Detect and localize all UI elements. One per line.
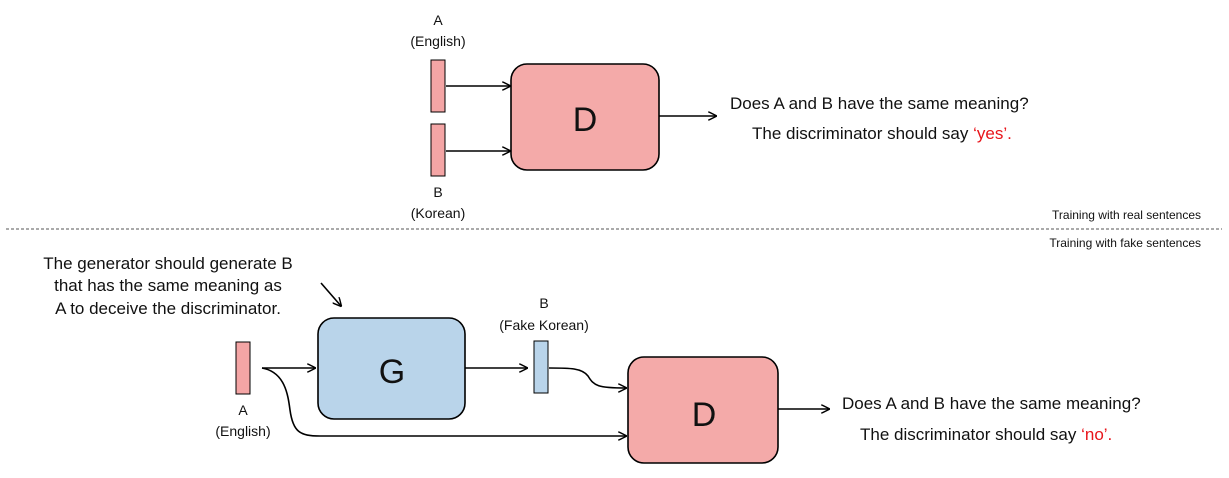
top-discriminator-box	[510, 63, 660, 171]
top-label-a: A	[433, 12, 443, 28]
bottom-answer-value: ‘no’.	[1081, 425, 1112, 444]
top-answer: The discriminator should say ‘yes’.	[752, 124, 1012, 143]
bottom-english-bar	[235, 341, 251, 395]
arrow-b-to-discriminator	[548, 367, 626, 388]
bottom-label-a-sub: (English)	[215, 423, 270, 439]
bottom-label-a: A	[238, 402, 248, 418]
top-question: Does A and B have the same meaning?	[730, 94, 1029, 113]
bottom-discriminator-label: D	[692, 396, 717, 434]
top-label-b: B	[433, 184, 442, 200]
top-english-bar	[430, 59, 446, 113]
top-section: A (English) B (Korean) D Does A and B ha…	[410, 12, 1028, 221]
generator-note-line3: A to deceive the discriminator.	[55, 299, 281, 318]
bottom-question: Does A and B have the same meaning?	[842, 394, 1141, 413]
arrow-a-to-discriminator	[261, 367, 626, 436]
note-pointer-arrow	[320, 282, 341, 306]
bottom-answer: The discriminator should say ‘no’.	[860, 425, 1112, 444]
bottom-section: The generator should generate B that has…	[43, 254, 1141, 464]
label-training-fake: Training with fake sentences	[1049, 236, 1201, 250]
label-training-real: Training with real sentences	[1052, 208, 1201, 222]
bottom-answer-prefix: The discriminator should say	[860, 425, 1081, 444]
top-korean-bar	[430, 123, 446, 177]
top-answer-prefix: The discriminator should say	[752, 124, 973, 143]
bottom-discriminator-box	[627, 356, 779, 464]
fake-korean-bar	[533, 340, 549, 394]
top-discriminator-label: D	[573, 101, 598, 139]
top-label-a-sub: (English)	[410, 33, 465, 49]
generator-note-line1: The generator should generate B	[43, 254, 293, 273]
top-answer-value: ‘yes’.	[973, 124, 1012, 143]
bottom-label-b: B	[539, 295, 548, 311]
top-label-b-sub: (Korean)	[411, 205, 465, 221]
bottom-label-b-sub: (Fake Korean)	[499, 317, 588, 333]
generator-label: G	[379, 353, 405, 391]
generator-note-line2: that has the same meaning as	[54, 276, 282, 295]
